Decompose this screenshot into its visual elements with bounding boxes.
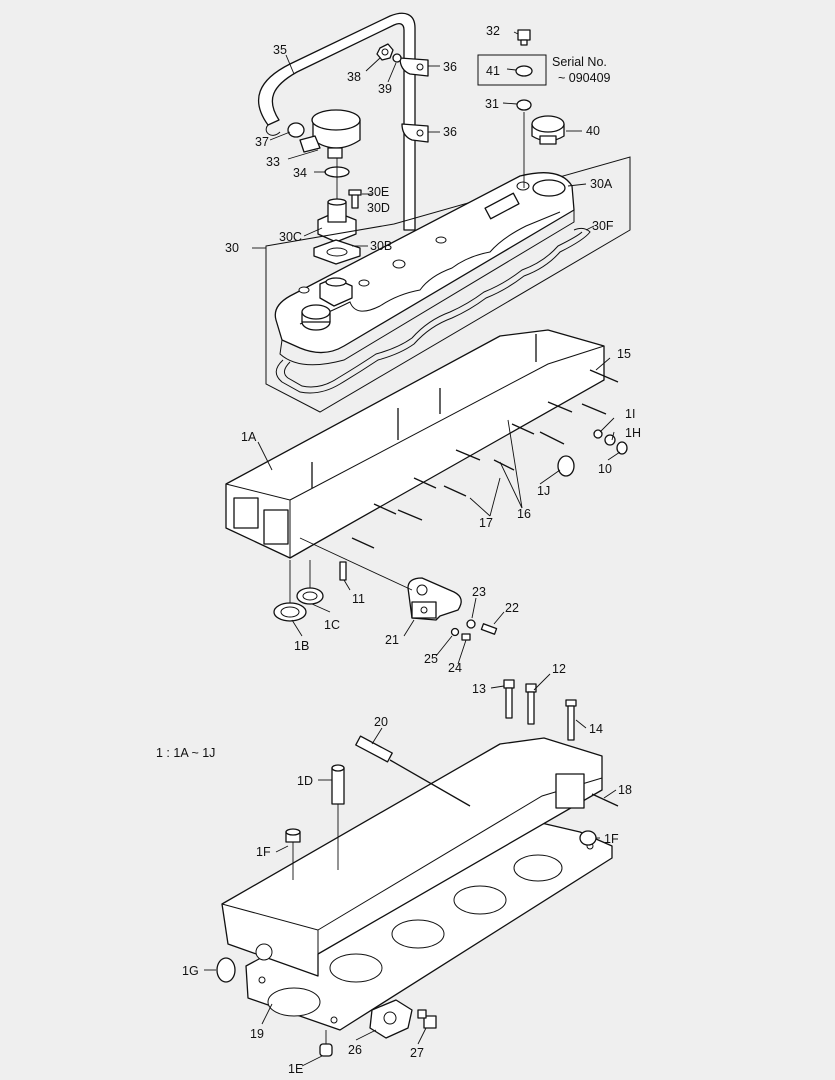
label-13: 13 <box>472 682 486 696</box>
label-30e: 30E <box>367 185 389 199</box>
bolt-14 <box>565 699 577 741</box>
washer-25 <box>450 627 460 637</box>
label-32: 32 <box>486 24 500 38</box>
label-36b: 36 <box>443 125 457 139</box>
label-27: 27 <box>410 1046 424 1060</box>
label-37: 37 <box>255 135 269 149</box>
part-labels: 35 38 39 36 36 37 33 34 30E 30D 30C 30B … <box>156 24 641 1076</box>
serial-note-line2: ~ 090409 <box>558 71 611 85</box>
label-1g: 1G <box>182 964 199 978</box>
label-10: 10 <box>598 462 612 476</box>
pipe-clamp-lower <box>401 123 429 143</box>
label-36a: 36 <box>443 60 457 74</box>
label-1d: 1D <box>297 774 313 788</box>
label-20: 20 <box>374 715 388 729</box>
label-24: 24 <box>448 661 462 675</box>
plug-32 <box>517 29 531 41</box>
serial-box <box>477 54 547 86</box>
label-33: 33 <box>266 155 280 169</box>
label-22: 22 <box>505 601 519 615</box>
washer-23 <box>466 619 476 629</box>
bolt-24 <box>461 633 471 641</box>
rocker-cover-group-frame <box>265 156 631 413</box>
serial-part-label: 41 <box>486 64 500 78</box>
gasket-30b <box>313 239 361 265</box>
bolt-13 <box>503 679 515 719</box>
label-34: 34 <box>293 166 307 180</box>
breather-body-30c <box>317 198 357 243</box>
label-12: 12 <box>552 662 566 676</box>
label-1h: 1H <box>625 426 641 440</box>
group-note: 1 : 1A ~ 1J <box>156 746 215 760</box>
injector-20 <box>355 735 471 807</box>
leader-lines-upper <box>257 31 621 665</box>
bolt-27 <box>417 1009 437 1029</box>
label-1f-right: 1F <box>604 832 619 846</box>
pin-11 <box>339 561 347 581</box>
clip-37 <box>287 122 305 138</box>
washer-39 <box>392 53 402 63</box>
label-30b: 30B <box>370 239 392 253</box>
label-16: 16 <box>517 507 531 521</box>
label-26: 26 <box>348 1043 362 1057</box>
label-14: 14 <box>589 722 603 736</box>
seal-1g <box>216 957 236 983</box>
label-30d: 30D <box>367 201 390 215</box>
label-21: 21 <box>385 633 399 647</box>
sleeve-1d <box>331 764 345 805</box>
label-1i: 1I <box>625 407 635 421</box>
plug-1f-right <box>579 830 597 846</box>
cover-gasket-30f-inner <box>284 231 583 388</box>
stud-18 <box>591 793 619 807</box>
pipe-clamp-upper <box>399 57 429 77</box>
label-30f: 30F <box>592 219 614 233</box>
label-23: 23 <box>472 585 486 599</box>
label-30: 30 <box>225 241 239 255</box>
label-11: 11 <box>352 592 365 606</box>
cylinder-head-lower <box>221 737 603 977</box>
nuts-1i-1h-10 <box>593 429 628 455</box>
label-25: 25 <box>424 652 438 666</box>
screw-30e <box>348 189 362 209</box>
label-15: 15 <box>617 347 631 361</box>
serial-note-line1: Serial No. <box>552 55 607 69</box>
label-1e: 1E <box>288 1062 303 1076</box>
washer-31 <box>516 99 532 111</box>
oil-filler-cap-40 <box>531 115 565 145</box>
breather-pipe <box>258 12 416 231</box>
cylinder-head-1a <box>225 329 605 559</box>
dowel-1e <box>319 1043 333 1057</box>
nut-38 <box>376 43 394 61</box>
breather-33 <box>299 109 361 159</box>
label-19: 19 <box>250 1027 264 1041</box>
label-38: 38 <box>347 70 361 84</box>
cover-gasket-30f <box>275 227 591 394</box>
head-gasket-19 <box>245 817 613 1031</box>
bracket-21 <box>407 577 462 621</box>
plug-1j <box>557 455 575 477</box>
label-30a: 30A <box>590 177 613 191</box>
cover-plate-26 <box>369 999 413 1039</box>
bolt-22 <box>480 623 498 635</box>
label-1f-left: 1F <box>256 845 271 859</box>
label-39: 39 <box>378 82 392 96</box>
label-17: 17 <box>479 516 493 530</box>
label-1j: 1J <box>537 484 550 498</box>
label-40: 40 <box>586 124 600 138</box>
plug-1f-left <box>285 828 301 843</box>
leader-lines-lower <box>204 673 617 1067</box>
label-1b: 1B <box>294 639 309 653</box>
studs <box>311 334 619 549</box>
label-1c: 1C <box>324 618 340 632</box>
label-31: 31 <box>485 97 499 111</box>
label-1a: 1A <box>241 430 257 444</box>
seal-41 <box>515 65 533 77</box>
label-35: 35 <box>273 43 287 57</box>
label-30c: 30C <box>279 230 302 244</box>
label-18: 18 <box>618 783 632 797</box>
rocker-cover-30a <box>274 172 575 366</box>
